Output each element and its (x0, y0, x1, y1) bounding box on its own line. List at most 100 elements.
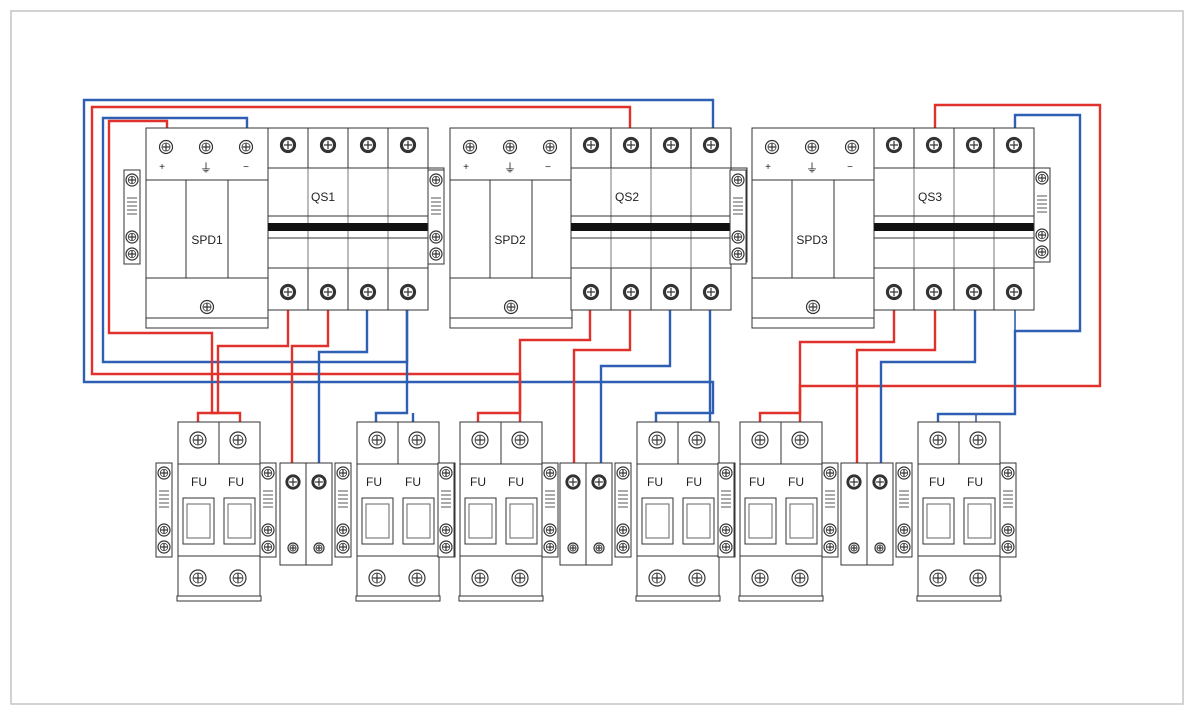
qs3-top-terminal (925, 136, 943, 154)
fuse-holder-5 (738, 421, 824, 602)
clamp-screw (157, 466, 171, 480)
wire-qs2-pos-2 (572, 292, 632, 482)
fuse-bottom-terminal (471, 569, 489, 587)
spd1-body (145, 127, 269, 329)
fu-label: FU (228, 475, 244, 489)
clamp-screw (125, 230, 139, 244)
fuse-top-terminal (189, 431, 207, 449)
clamp-screw (439, 466, 453, 480)
spd3-plus: + (765, 162, 771, 173)
spd1-terminal-plus (158, 139, 174, 155)
wire-negative-qs3-top (936, 113, 1082, 440)
qs3-top-terminal (965, 136, 983, 154)
clamp-screw (897, 540, 911, 554)
clamp-screw (616, 466, 630, 480)
clamp-screw (157, 540, 171, 554)
qs3-bottom-terminal (965, 283, 983, 301)
dist-terminal (846, 474, 862, 490)
spd2-bottom-screw (503, 299, 519, 315)
fuse-top-terminal (929, 431, 947, 449)
spd3-body (751, 127, 875, 329)
qs1-bottom-terminal (399, 283, 417, 301)
clamp-screw (429, 173, 443, 187)
fu-label: FU (929, 475, 945, 489)
clamp-screw (616, 540, 630, 554)
fuse-top-terminal (648, 431, 666, 449)
clamp-screw (1035, 171, 1049, 185)
spd1-plus: + (159, 162, 165, 173)
spd2-plus: + (463, 162, 469, 173)
dist-terminal (285, 474, 301, 490)
clamp-screw (336, 540, 350, 554)
dist-screw (848, 542, 860, 554)
fuse-bottom-terminal (511, 569, 529, 587)
spd2-terminal-ground (502, 139, 518, 155)
qs2-label: QS2 (615, 190, 639, 204)
wire-qs1-neg-2 (374, 292, 409, 440)
qs2-top-terminal (702, 136, 720, 154)
qs2-top-terminal (582, 136, 600, 154)
wire-qs3-pos-2 (855, 292, 937, 482)
clamp-screw (336, 466, 350, 480)
labels: SPD1 SPD2 SPD3 QS1 QS2 QS3 + ⏚ − + ⏚ − +… (159, 161, 983, 489)
fuse-top-terminal (791, 431, 809, 449)
qs3-label: QS3 (918, 190, 942, 204)
dist-screw (313, 542, 325, 554)
spd3-bottom-screw (805, 299, 821, 315)
wire-qs1-pos-2 (290, 292, 330, 482)
clamp-screw (125, 173, 139, 187)
clamp-screw (897, 466, 911, 480)
fuse-bottom-terminal (751, 569, 769, 587)
clamp-screw (1035, 228, 1049, 242)
clamp-screw (543, 466, 557, 480)
fu-label: FU (405, 475, 421, 489)
qs2-bottom-terminal (702, 283, 720, 301)
fuse-bottom-terminal (229, 569, 247, 587)
clamp-screw (261, 540, 275, 554)
qs1-bottom-terminal (359, 283, 377, 301)
fu-label: FU (967, 475, 983, 489)
clamp-screw (731, 230, 745, 244)
spd2-terminal-plus (462, 139, 478, 155)
dist-screw (874, 542, 886, 554)
dist-terminal (872, 474, 888, 490)
clamp-screw (823, 523, 837, 537)
fuse-top-terminal (751, 431, 769, 449)
fuse-bottom-terminal (969, 569, 987, 587)
spd1-terminal-minus (238, 139, 254, 155)
clamp-screw (429, 230, 443, 244)
spd3-terminal-minus (844, 139, 860, 155)
clamp-screw (261, 466, 275, 480)
clamp-screw (543, 523, 557, 537)
dist-screw (287, 542, 299, 554)
qs3-top-terminal (1005, 136, 1023, 154)
dist-screw (593, 542, 605, 554)
fuse-holder-4 (635, 421, 721, 602)
wire-negative-qs2-top (82, 98, 715, 440)
clamp-screw (125, 247, 139, 261)
fuse-bottom-terminal (408, 569, 426, 587)
clamp-screw (1001, 466, 1015, 480)
fu-label: FU (686, 475, 702, 489)
clamp-screw (543, 540, 557, 554)
clamp-screw (719, 466, 733, 480)
spd1-ground: ⏚ (200, 161, 212, 175)
qs1-bottom-terminal (319, 283, 337, 301)
qs2-bottom-terminal (662, 283, 680, 301)
clamp-screw (336, 523, 350, 537)
wire-qs1-pos-1 (196, 292, 290, 440)
qs1-top-terminal (359, 136, 377, 154)
spd1-minus: − (243, 162, 249, 173)
clamp-screw (157, 523, 171, 537)
clamp-screw (1035, 245, 1049, 259)
fuse-bottom-terminal (929, 569, 947, 587)
wire-qs3-pos-1 (798, 292, 896, 440)
clamp-screw (616, 523, 630, 537)
clamp-screw (429, 247, 443, 261)
qs2-handle-bar (571, 223, 731, 231)
qs3-bottom-terminal (1005, 283, 1023, 301)
qs1-top-terminal (319, 136, 337, 154)
qs1-handle-bar (268, 223, 428, 231)
